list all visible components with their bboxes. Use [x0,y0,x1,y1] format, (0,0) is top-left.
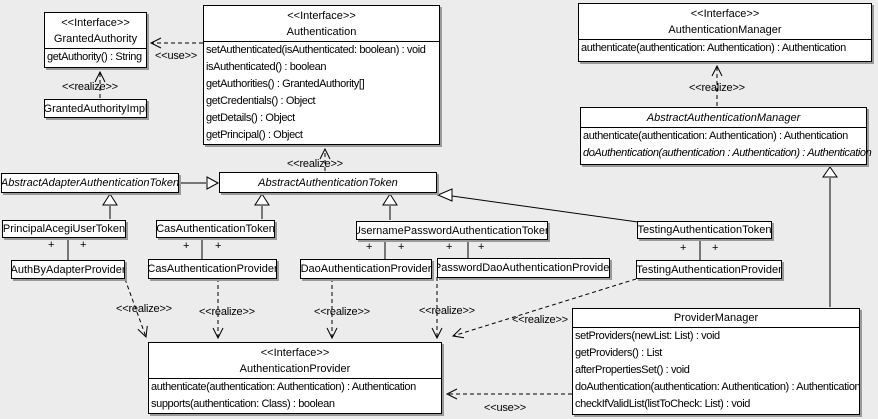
class-abstract-authentication-manager: AbstractAuthenticationManager authentica… [580,107,872,165]
use-label: <<use>> [484,402,527,414]
generalization-edge [451,195,639,223]
stereotype-label: <<Interface>> [287,10,356,22]
triangle-arrowhead [206,176,220,190]
multiplicity-label: + [183,240,190,252]
class-granted-authority: <<Interface>> GrantedAuthority getAuthor… [44,12,147,68]
multiplicity-label: + [80,239,87,251]
multiplicity-label: + [680,242,687,254]
realize-label: <<realize>> [116,303,172,315]
multiplicity-label: + [712,242,719,254]
generalization-arrowheads [102,166,838,206]
realize-edge-testingprovider [451,278,637,339]
multiplicity-label: + [398,241,405,253]
triangle-arrowhead [382,193,398,206]
class-abstract-adapter-authentication-token: AbstractAdapterAuthenticationToken [1,173,179,193]
class-header: ProviderManager [573,309,859,328]
method-label: getAuthorities() : GrantedAuthority[] [206,78,365,90]
method-label: doAuthentication(authentication : Authen… [583,147,872,159]
stereotype-label: <<Interface>> [690,8,760,20]
association-edges [67,237,701,261]
method-label: isAuthenticated() : boolean [206,61,327,73]
multiplicity-label: + [215,240,222,252]
class-cas-authentication-provider: CasAuthenticationProvider [148,259,277,279]
class-name: UsernamePasswordAuthenticationToken [356,224,548,237]
triangle-arrowhead [254,193,270,206]
method-label: getPrincipal() : Object [206,129,303,141]
class-name: DaoAuthenticationProvider [300,263,432,275]
class-header: <<Interface>> AuthenticationManager [579,4,871,40]
class-dao-authentication-provider: DaoAuthenticationProvider [300,259,432,279]
class-name: AbstractAuthenticationManager [646,112,801,124]
dashed-edges [94,37,723,400]
method-label: getDetails() : Object [206,112,295,124]
method-label: afterPropertiesSet() : void [575,364,690,376]
class-name: TestingAuthenticationToken [637,224,772,236]
method-label: supports(authentication: Class) : boolea… [151,398,335,410]
multiplicity-label: + [478,241,485,253]
class-authentication-manager: <<Interface>> AuthenticationManager auth… [578,3,872,62]
realize-label: <<realize>> [419,305,475,317]
method-label: getAuthority() : String [47,51,142,63]
triangle-arrowhead [822,166,838,178]
class-authentication: <<Interface>> Authentication setAuthenti… [203,5,440,145]
class-header: <<Interface>> Authentication [204,6,439,42]
class-name: AuthenticationProvider [239,363,351,375]
class-principal-acegi-user-token: PrincipalAcegiUserToken [2,220,126,238]
realize-label: <<realize>> [199,306,255,318]
class-header: <<Interface>> AuthenticationProvider [149,343,441,379]
class-name: Authentication [286,26,357,38]
method-label: checkIfValidList(listToCheck: List) : vo… [575,398,750,410]
class-header: AbstractAuthenticationManager [581,108,866,128]
triangle-arrowhead [102,193,118,206]
class-name: AbstractAdapterAuthenticationToken [1,177,179,189]
generalization-edges [109,178,831,307]
method-label: getProviders() : List [575,347,662,359]
class-name: AuthByAdapterProvider [11,263,125,276]
class-name: PasswordDaoAuthenticationProvider [437,262,610,274]
method-label: authenticate(authentication: Authenticat… [583,130,848,142]
multiplicity-label: + [446,241,453,253]
realize-edge-authbyadapterprovider [124,278,148,339]
stereotype-label: <<Interface>> [61,17,130,29]
realize-label: <<realize>> [689,82,745,94]
class-granted-authority-impl: GrantedAuthorityImpl [44,99,147,118]
class-name: AuthenticationManager [668,24,782,36]
class-password-dao-authentication-provider: PasswordDaoAuthenticationProvider [437,258,610,278]
method-label: authenticate(authentication: Authenticat… [581,42,846,54]
class-testing-authentication-token: TestingAuthenticationToken [637,221,772,239]
realize-label: <<realize>> [512,314,568,326]
class-header: <<Interface>> GrantedAuthority [45,13,146,49]
class-name: PrincipalAcegiUserToken [2,223,126,235]
realize-label: <<realize>> [314,306,370,318]
multiplicity-label: + [48,239,55,251]
use-label: <<use>> [155,50,198,62]
class-cas-authentication-token: CasAuthenticationToken [156,220,275,238]
class-name: CasAuthenticationProvider [148,263,277,275]
class-name: CasAuthenticationToken [156,223,275,235]
class-abstract-authentication-token: AbstractAuthenticationToken [219,172,437,193]
multiplicity-label: + [366,241,373,253]
method-label: setProviders(newList: List) : void [575,330,720,342]
triangle-arrowhead [436,188,453,202]
class-testing-authentication-provider: TestingAuthenticationProvider [636,260,782,279]
method-label: doAuthentication(authentication: Authent… [575,381,861,393]
class-name: GrantedAuthority [53,33,138,45]
method-label: authenticate(authentication: Authenticat… [151,381,416,393]
class-name: GrantedAuthorityImpl [44,102,147,115]
method-label: getCredentials() : Object [206,95,316,107]
class-name: AbstractAuthenticationToken [258,176,398,189]
class-name: ProviderManager [673,312,759,324]
class-authentication-provider: <<Interface>> AuthenticationProvider aut… [148,342,442,414]
method-label: setAuthenticated(isAuthenticated: boolea… [206,44,426,56]
class-provider-manager: ProviderManager setProviders(newList: Li… [572,308,861,415]
stereotype-label: <<Interface>> [260,347,330,359]
class-auth-by-adapter-provider: AuthByAdapterProvider [11,260,125,279]
realize-label: <<realize>> [287,158,343,170]
class-name: TestingAuthenticationProvider [636,263,782,276]
class-username-password-authentication-token: UsernamePasswordAuthenticationToken [356,221,548,240]
realize-label: <<realize>> [62,81,118,93]
